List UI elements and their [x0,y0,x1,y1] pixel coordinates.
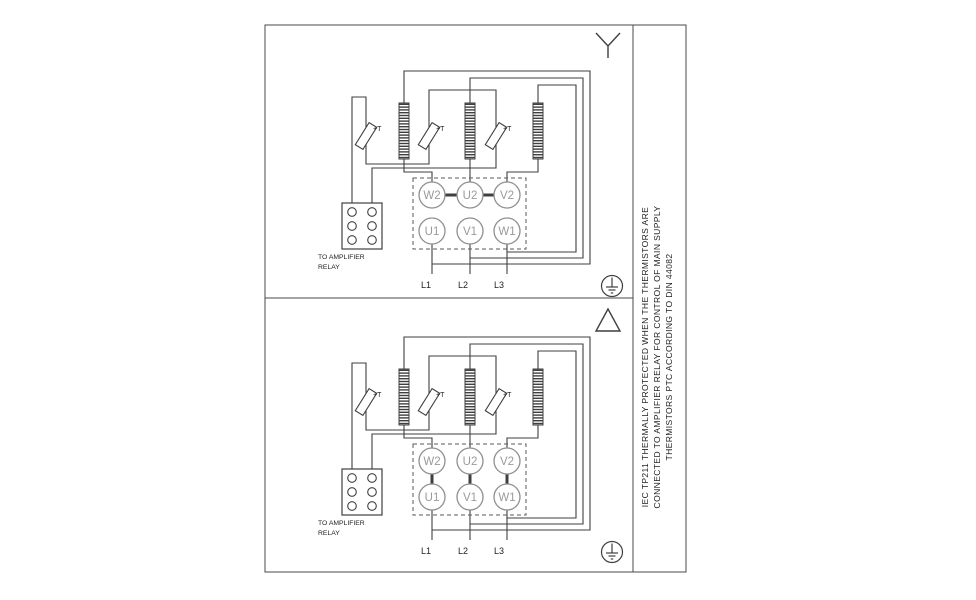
thermistor-icon-2 [417,387,441,417]
panel-delta: +T +T +T W2 U2 V2 U1 V1 W1 TO AM [318,307,624,564]
relay-note-line1: TO AMPLIFIER [318,254,365,261]
ground-icon [600,540,624,564]
thermistor-icon-1 [354,121,378,151]
terminal-w2-label: W2 [423,190,440,202]
side-note-line2: CONNECTED TO AMPLIFIER RELAY FOR CONTROL… [652,206,662,509]
thermistor-label: +T [373,126,382,133]
terminal-w1 [493,483,521,511]
terminal-w2 [418,181,446,209]
terminal-v2 [493,447,521,475]
terminal-u2-label: U2 [463,190,478,202]
thermistor-icon-1 [354,387,378,417]
terminal-u2-label: U2 [463,456,478,468]
terminal-v1 [456,217,484,245]
delta-icon [594,307,622,332]
thermistor-label: +T [436,126,445,133]
side-note: IEC TP211 THERMALLY PROTECTED WHEN THE T… [640,206,674,509]
amplifier-connector [341,202,383,250]
wiring-delta [351,336,591,540]
star-icon [595,32,621,58]
thermistor-label: +T [373,392,382,399]
thermistor-label: +T [503,392,512,399]
amplifier-connector [341,468,383,516]
terminal-u1-label: U1 [425,492,440,504]
thermistor-icon-3 [484,121,508,151]
terminal-v2 [493,181,521,209]
terminal-w1 [493,217,521,245]
terminal-u2 [456,447,484,475]
terminal-board: W2 U2 V2 U1 V1 W1 [412,443,527,516]
supply-label-l1: L1 [421,280,431,290]
supply-label-l2: L2 [458,280,468,290]
terminal-w2-label: W2 [423,456,440,468]
terminal-v1 [456,483,484,511]
thermistor-label: +T [503,126,512,133]
terminal-v2-label: V2 [500,190,514,202]
winding-coil-2 [464,368,476,426]
supply-label-l3: L3 [494,546,504,556]
terminal-v2-label: V2 [500,456,514,468]
terminal-v1-label: V1 [463,226,477,238]
terminal-w1-label: W1 [498,492,515,504]
side-note-line3: THERMISTORS PTC ACCORDING TO DIN 44082 [664,254,674,461]
supply-label-l1: L1 [421,546,431,556]
thermistor-label: +T [436,392,445,399]
relay-note-line1: TO AMPLIFIER [318,520,365,527]
side-note-line1: IEC TP211 THERMALLY PROTECTED WHEN THE T… [640,207,650,507]
winding-coil-3 [532,368,544,426]
panel-star: +T +T +T W2 U2 V2 U1 V1 W1 TO AMPLIFIER [318,32,624,298]
terminal-board: W2 U2 V2 U1 V1 W1 [412,177,527,250]
supply-label-l3: L3 [494,280,504,290]
terminal-w1-label: W1 [498,226,515,238]
ground-icon [600,274,624,298]
terminal-u2 [456,181,484,209]
winding-coil-3 [532,102,544,160]
terminal-board-outline [412,177,527,250]
diagram-frame [264,24,687,573]
thermistor-icon-3 [484,387,508,417]
terminal-w2 [418,447,446,475]
terminal-u1-label: U1 [425,226,440,238]
thermistor-icon-2 [417,121,441,151]
terminal-board-outline [412,443,527,516]
relay-note-line2: RELAY [318,530,340,537]
winding-coil-1 [398,102,410,160]
terminal-v1-label: V1 [463,492,477,504]
terminal-u1 [418,483,446,511]
winding-coil-1 [398,368,410,426]
relay-note-line2: RELAY [318,264,340,271]
supply-label-l2: L2 [458,546,468,556]
winding-coil-2 [464,102,476,160]
terminal-u1 [418,217,446,245]
